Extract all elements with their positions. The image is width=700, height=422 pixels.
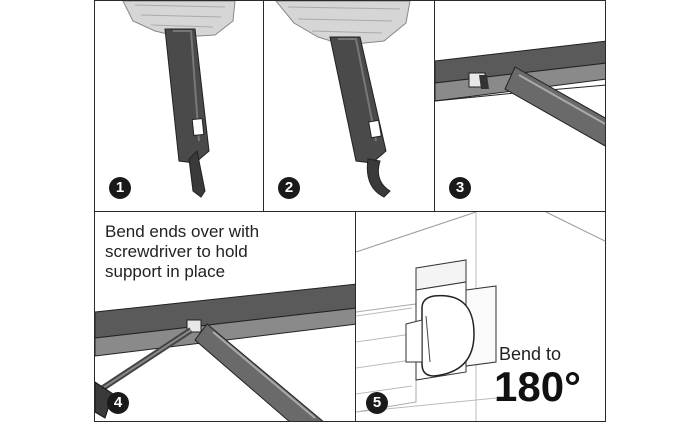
strip-bent-180-degrees-illustration	[356, 212, 605, 421]
caption-line: support in place	[105, 262, 226, 281]
bend-angle-label: 180°	[494, 363, 581, 410]
screwdriver-bending-ends-illustration	[95, 283, 355, 421]
step-number-badge: 1	[109, 177, 131, 199]
step-3-panel: 3	[434, 0, 606, 212]
caption-line: screwdriver to hold	[105, 242, 248, 261]
step-2-panel: 2	[263, 0, 435, 212]
bend-to-label: Bend to	[499, 344, 562, 364]
step-4-panel: Bend ends over with screwdriver to hold …	[94, 211, 356, 422]
gloved-hand-bending-strip-illustration	[275, 1, 411, 198]
step-5-panel: Bend to 180° 5	[355, 211, 606, 422]
gloved-hand-holding-strip-illustration	[122, 1, 236, 198]
step-number-badge: 3	[449, 177, 471, 199]
step-number-badge: 2	[278, 177, 300, 199]
caption-line: Bend ends over with	[105, 222, 260, 241]
step-4-caption: Bend ends over with screwdriver to hold …	[105, 222, 259, 282]
step-1-panel: 1	[94, 0, 264, 212]
step-number-badge: 4	[107, 392, 129, 414]
step-number-badge: 5	[366, 392, 388, 414]
strip-inserted-in-rail-illustration	[435, 40, 605, 147]
